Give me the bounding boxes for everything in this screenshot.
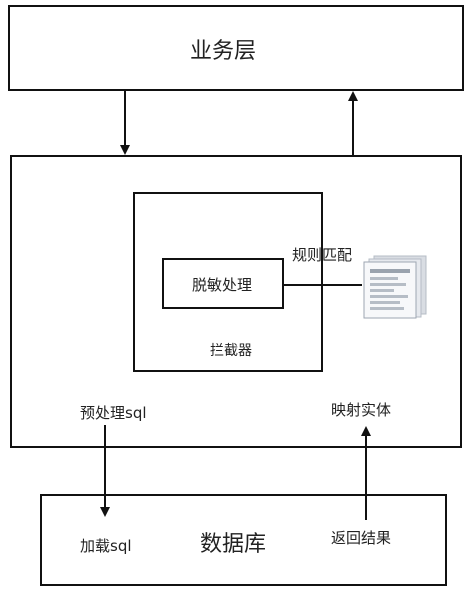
rules-document-icon [360, 253, 432, 319]
database-label: 数据库 [200, 532, 267, 557]
load-sql-label: 加载sql [80, 537, 132, 555]
preprocess-sql-label: 预处理sql [80, 404, 147, 422]
return-result-label: 返回结果 [331, 529, 392, 547]
business-layer-box [8, 5, 464, 91]
desensitize-label: 脱敏处理 [192, 276, 253, 294]
map-entity-label: 映射实体 [331, 401, 392, 419]
desensitize-box [162, 258, 284, 309]
business-layer-label: 业务层 [190, 39, 257, 64]
rule-match-label: 规则匹配 [292, 246, 353, 264]
interceptor-label: 拦截器 [210, 343, 252, 359]
